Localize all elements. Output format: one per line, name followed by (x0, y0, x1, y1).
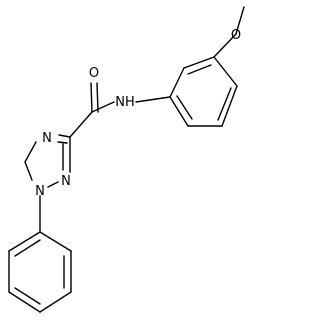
bond-aryl-2-inner (217, 87, 232, 121)
bond-triazole-n1-n2 (47, 181, 59, 188)
bond-triazole-c5-n1 (24, 161, 33, 181)
bond-o-aryl (213, 33, 237, 58)
molecule-diagram: O O NH N N N (8, 6, 245, 313)
bond-triazole-n4-c5 (24, 141, 37, 163)
atom-label-o-methoxy: O (231, 28, 241, 43)
bond-carbonyl-o-2 (96, 82, 99, 113)
bond-carbonyl-o-1 (90, 82, 93, 113)
atom-label-n2: N (61, 174, 71, 189)
atom-label-n4: N (42, 131, 52, 146)
bond-phenyl-4 (8, 291, 41, 313)
atom-label-o-carbonyl: O (89, 66, 99, 81)
bond-triazole-c3-n4-inner (57, 141, 68, 144)
bond-aryl-6-inner (187, 64, 212, 75)
bond-aryl-4-inner (176, 95, 193, 120)
bond-triazole-c3-n4 (58, 134, 71, 138)
bond-aryl-6 (183, 56, 215, 69)
bond-phenyl-3 (39, 291, 72, 313)
atom-label-n1: N (35, 184, 45, 199)
bond-phenyl-6 (8, 231, 41, 252)
bond-aryl-5 (169, 67, 185, 98)
bond-aryl-4 (169, 96, 189, 127)
bond-aryl-nh (135, 96, 171, 103)
bond-phenyl-1 (39, 231, 72, 252)
molecule-structure: O O NH N N N (8, 6, 245, 313)
bond-phenyl-6-inner (14, 239, 41, 257)
atom-label-nh-amide: NH (115, 95, 135, 110)
bond-methyl-o (235, 6, 245, 35)
bond-phenyl-4-inner (14, 287, 41, 305)
bond-nh-carbonyl (91, 101, 115, 113)
bond-aryl-2 (221, 85, 238, 127)
bond-aryl-1 (213, 56, 238, 87)
bond-carbonyl-ring (69, 111, 93, 138)
